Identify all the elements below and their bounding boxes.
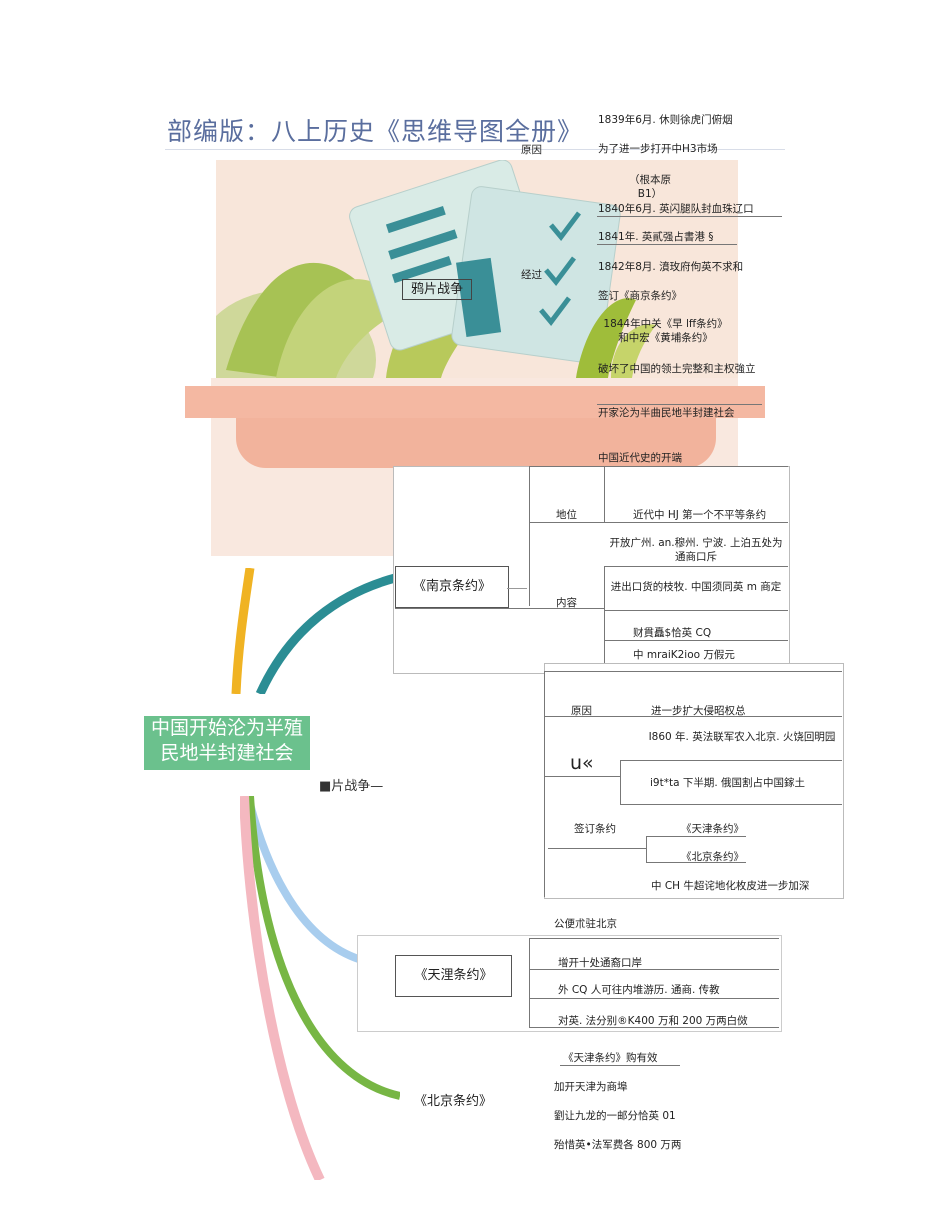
- second-war-panel: [544, 663, 844, 899]
- tianjin-treaty-box: 《天浬条约》: [395, 955, 512, 997]
- opium-war-box: 鸦片战争: [402, 279, 472, 300]
- process-item-2: 1841年. 英貳强占書港 §: [598, 231, 714, 243]
- beijing-item-1: 《天津条约》购有效: [563, 1052, 658, 1064]
- second-war-process-1: I860 年. 英法联军农入北京. 火饶回明园: [648, 731, 836, 743]
- second-war-cause-label: 原因: [571, 705, 592, 717]
- nanjing-treaty-label: 《南京条约》: [412, 579, 491, 594]
- nanjing-position-label: 地位: [556, 509, 577, 521]
- nanjing-treaty-box: 《南京条约》: [395, 566, 509, 608]
- second-war-process-2: i9t*ta 下半期. 俄国割占中国鎵土: [650, 777, 806, 789]
- second-war-branch-label: ■片战争—: [319, 779, 384, 794]
- tianjin-item-2: 增开十处通裔口岸: [558, 957, 642, 969]
- nanjing-content-2: 进出口货的枝牧. 中国须同英 m 商定: [610, 581, 782, 593]
- second-war-label: u«: [570, 752, 594, 774]
- beijing-item-4: 殆惜英•法军费各 800 万两: [554, 1139, 682, 1151]
- effect-item-1: 破坏了中国的领土完整和主权強立: [598, 363, 756, 375]
- second-war-treaty-2: 《北京条约》: [681, 851, 744, 863]
- beijing-item-3: 劉让九龙的一邮分恰英 01: [554, 1110, 676, 1122]
- process-label: 经过: [521, 269, 542, 281]
- second-war-effect: 中 CH 牛超诧地化枚皮进一步加深: [651, 880, 810, 892]
- effect-item-2: 开家沦为半曲民地半封建社会: [598, 407, 735, 419]
- second-war-sign-label: 签订条约: [574, 823, 616, 835]
- effect-item-3: 中国近代史的开端: [598, 452, 682, 464]
- second-war-cause: 进一步扩大侵昭权总: [651, 705, 746, 717]
- nanjing-content-label: 内容: [556, 597, 577, 609]
- nanjing-position: 近代中 HJ 第一个不平等条约: [633, 509, 767, 521]
- cause-label: 原因: [521, 144, 542, 156]
- process-item-5: 1844年中关《早 lff条约》 和中宏《黄埔条约》: [603, 318, 728, 344]
- second-war-treaty-1: 《天津条约》: [681, 823, 744, 835]
- tianjin-treaty-label: 《天浬条约》: [414, 968, 493, 983]
- process-item-4: 签订《商京条约》: [598, 290, 682, 302]
- nanjing-content-4: 中 mraiK2ioo 万假元: [633, 649, 735, 661]
- tray-band: [185, 386, 765, 418]
- beijing-treaty-label: 《北京条约》: [414, 1094, 493, 1109]
- process-item-3: 1842年8月. 濆玫府佝英不求和: [598, 261, 744, 273]
- semi-colonial-banner: 中国开始沦为半殖民地半封建社会: [144, 716, 310, 770]
- cause-item-1: 1839年6月. 休则徐虎门俯烟: [598, 114, 733, 126]
- tianjin-item-1: 公便朮驻北京: [554, 918, 617, 930]
- document-illustration: [216, 160, 656, 378]
- tianjin-item-3: 外 CQ 人可往内堆游历. 通商. 传教: [558, 984, 720, 996]
- opium-war-label: 鸦片战争: [410, 282, 463, 297]
- beijing-item-2: 加开天津为商埠: [554, 1081, 628, 1093]
- nanjing-content-3: 财貫矗$恰英 CQ: [633, 627, 712, 639]
- cause-item-2: 为了进一步打开中H3市场: [598, 143, 718, 155]
- root-cause: （根本原 B1）: [629, 174, 671, 200]
- title-underline: [165, 149, 785, 150]
- branch-curves-top: [231, 568, 397, 694]
- nanjing-content-1: 开放广州. an.穆州. 宁波. 上泊五处为通商口斥: [609, 537, 783, 563]
- process-item-1: 1840年6月. 英闪腿队封血珠辽口: [598, 203, 754, 215]
- page-title: 部编版：八上历史《思维导图全册》: [167, 117, 584, 146]
- tray-bowl: [236, 418, 716, 468]
- tianjin-item-4: 对英. 法分别®K400 万和 200 万两白傚: [558, 1015, 748, 1027]
- branch-curves-bottom: [240, 796, 400, 1180]
